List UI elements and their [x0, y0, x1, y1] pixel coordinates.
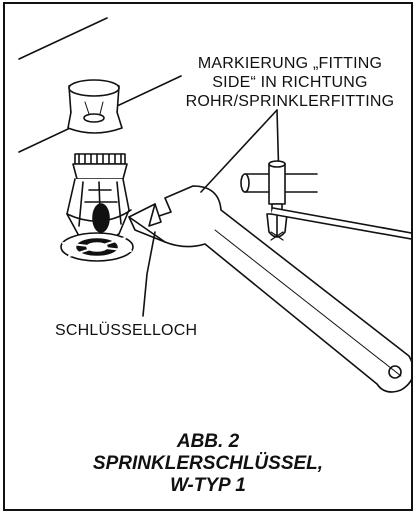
figure-caption-line-1: ABB. 2 [176, 431, 240, 452]
figure-caption-line-3: W-TYP 1 [170, 475, 246, 496]
pipe-fitting-illustration [67, 79, 123, 134]
figure-caption-line-2: SPRINKLERSCHLÜSSEL, [92, 453, 324, 474]
marking-label-line-2: SIDE“ IN RICHTUNG [212, 74, 368, 91]
figure-frame: MARKIERUNG „FITTING SIDE“ IN RICHTUNG RO… [3, 2, 413, 511]
marking-label-line-1: MARKIERUNG „FITTING [197, 55, 383, 72]
figure-illustration [18, 17, 411, 393]
keyhole-label: SCHLÜSSELLOCH [55, 322, 198, 339]
marking-label-line-3: ROHR/SPRINKLERFITTING [185, 93, 395, 110]
figure-caption: ABB. 2 SPRINKLERSCHLÜSSEL, W-TYP 1 [5, 431, 411, 497]
inset-installation-illustration [240, 160, 411, 241]
sprinkler-illustration [60, 153, 134, 262]
marking-label: MARKIERUNG „FITTING SIDE“ IN RICHTUNG RO… [125, 54, 411, 111]
